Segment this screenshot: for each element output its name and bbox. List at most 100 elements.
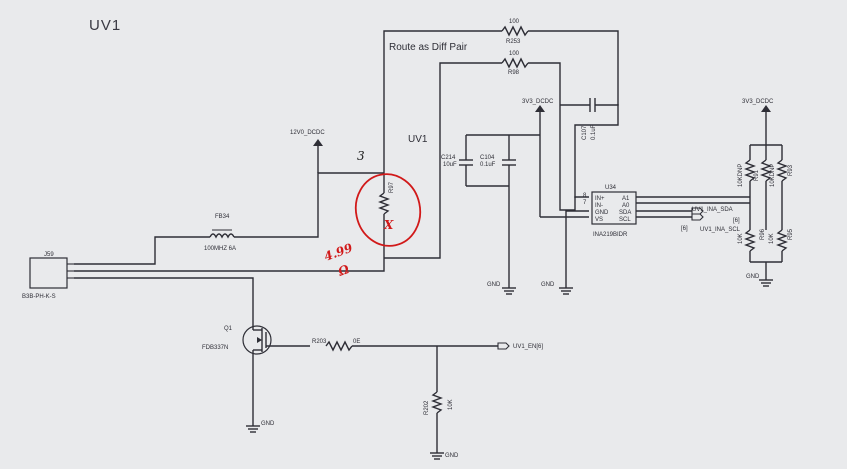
- wire-ic-gnd: [565, 210, 589, 288]
- rail-12v: 12V0_DCDC: [290, 130, 325, 173]
- wire-conn-to-mosfet: [74, 277, 254, 314]
- c107-value: 0.1uF: [591, 124, 597, 140]
- capacitor-c104: C104 0.1uF: [480, 135, 516, 288]
- rail-3v3-ic: 3V3_DCDC: [522, 99, 554, 217]
- gnd-pullups: GND: [746, 262, 773, 287]
- ferrite-value: 100MHZ 6A: [204, 246, 236, 252]
- r91-value: 10KDNP: [770, 164, 776, 187]
- r96-value: 10K: [738, 233, 744, 244]
- r203-value: 0E: [353, 339, 360, 345]
- r93-ref: R93: [788, 164, 794, 176]
- c214-value: 10uF: [443, 162, 457, 168]
- wire-in-plus-loop: [574, 104, 619, 198]
- ic-pin-number-7: 7: [583, 200, 587, 206]
- mosfet-ref: Q1: [224, 326, 233, 332]
- resistor-r91: R91 10KDNP: [754, 145, 776, 230]
- wire-conn-to-shunt-low: [74, 258, 385, 272]
- diff-pair-note: Route as Diff Pair: [389, 42, 468, 53]
- ic-pin-a0: A0: [622, 203, 630, 209]
- resistor-r93: R93: [776, 145, 794, 230]
- ic-pin-a1: A1: [622, 196, 630, 202]
- resistor-r202: R202 10K: [424, 346, 454, 453]
- wire-r253-to-ic: [528, 30, 619, 104]
- gnd-ic: GND: [541, 282, 573, 295]
- red-value-note: 4.99: [322, 240, 355, 263]
- red-cross-mark: X: [383, 218, 394, 232]
- rail-3v3-ic-label: 3V3_DCDC: [522, 99, 554, 105]
- resistor-r94: 10KDNP: [738, 145, 756, 230]
- mosfet-q1: Q1 FDB337N: [202, 314, 310, 426]
- shunt-ref: R97: [389, 181, 395, 193]
- c104-value: 0.1uF: [480, 162, 496, 168]
- resistor-r203: R203 0E: [312, 339, 360, 352]
- ic-pin-sda: SDA: [619, 210, 631, 216]
- gnd-caps: GND: [487, 282, 516, 295]
- gnd-r202: GND: [430, 452, 459, 460]
- c104-ref: C104: [480, 155, 495, 161]
- ic-u34: U34 INA219BIDR 8 7 IN+ IN- GND VS A1 A0 …: [583, 185, 637, 238]
- net-scl-label: UV1_INA_SCL: [700, 227, 741, 233]
- r202-ref: R202: [424, 400, 430, 415]
- net-enable-label: UV1_EN[6]: [513, 344, 543, 350]
- rail-12v-label: 12V0_DCDC: [290, 130, 325, 136]
- ic-pin-scl: SCL: [619, 217, 631, 223]
- ic-pin-in-minus: IN-: [595, 203, 603, 209]
- wire-c107-right: [595, 104, 619, 106]
- r253-ref: R253: [506, 39, 521, 45]
- ic-pin-number-8: 8: [583, 193, 587, 199]
- resistor-r253: 100 R253: [501, 19, 529, 45]
- net-scl: [6] UV1_INA_SCL [6]: [681, 213, 741, 233]
- r94-value: 10KDNP: [738, 164, 744, 187]
- connector-ref: J59: [44, 252, 54, 258]
- rail-3v3-pullups-label: 3V3_DCDC: [742, 99, 774, 105]
- r253-value: 100: [509, 19, 520, 25]
- ic-pin-gnd: GND: [595, 210, 609, 216]
- wire-r98: [528, 62, 561, 105]
- wire-shunt-high-to-r253: [383, 30, 502, 40]
- wire-in-minus: [559, 105, 589, 211]
- gnd-ic-label: GND: [541, 282, 555, 288]
- shunt-resistor-r97: R97: [378, 40, 395, 258]
- r98-ref: R98: [508, 70, 520, 76]
- resistor-r95: 10K R95: [769, 228, 794, 262]
- r202-value: 10K: [448, 399, 454, 410]
- gnd-caps-label: GND: [487, 282, 501, 288]
- gnd-mosfet-label: GND: [261, 421, 275, 427]
- ic-pin-in-plus: IN+: [595, 196, 605, 202]
- net-sda-sheet: [6]: [681, 226, 688, 232]
- rail-3v3-pullups: 3V3_DCDC: [742, 99, 782, 146]
- r95-value: 10K: [769, 233, 775, 244]
- c107-ref: C107: [582, 125, 588, 140]
- r96-ref: R96: [760, 228, 766, 240]
- connector-j59: J59 B3B-PH-K-S: [22, 252, 74, 300]
- red-review-annotation: X 4.99 Ω: [322, 173, 422, 279]
- sheet-title: UV1: [89, 17, 121, 34]
- gnd-pullups-label: GND: [746, 274, 760, 280]
- r203-ref: R203: [312, 339, 327, 345]
- resistor-r96: 10K R96: [738, 228, 766, 262]
- wire-conn-to-fb: [74, 236, 210, 265]
- block-title: UV1: [408, 134, 428, 145]
- gnd-mosfet: GND: [246, 421, 275, 433]
- r98-value: 100: [509, 51, 520, 57]
- net-enable: UV1_EN[6]: [497, 342, 543, 350]
- r91-ref: R91: [754, 169, 760, 181]
- resistor-r98: 100 R98: [501, 51, 529, 76]
- wire-fb-to-shunt-top: [234, 172, 384, 238]
- ic-pin-vs: VS: [595, 217, 603, 223]
- net-sda-label: UV1_INA_SDA: [692, 207, 733, 213]
- r95-ref: R95: [788, 228, 794, 240]
- gnd-r202-label: GND: [445, 453, 459, 459]
- ferrite-ref: FB34: [215, 214, 230, 220]
- ink-mark: 3: [357, 149, 365, 163]
- ic-ref: U34: [605, 185, 617, 191]
- wire-shunt-low-to-r98: [384, 62, 502, 259]
- capacitor-c214: C214 10uF: [441, 135, 473, 186]
- net-sda: UV1_INA_SDA: [691, 207, 733, 215]
- connector-part: B3B-PH-K-S: [22, 294, 56, 300]
- ferrite-fb34: FB34 100MHZ 6A: [204, 214, 236, 252]
- net-scl-sheet: [6]: [733, 218, 740, 224]
- mosfet-part: FDB337N: [202, 345, 228, 351]
- ic-part: INA219BIDR: [593, 232, 628, 238]
